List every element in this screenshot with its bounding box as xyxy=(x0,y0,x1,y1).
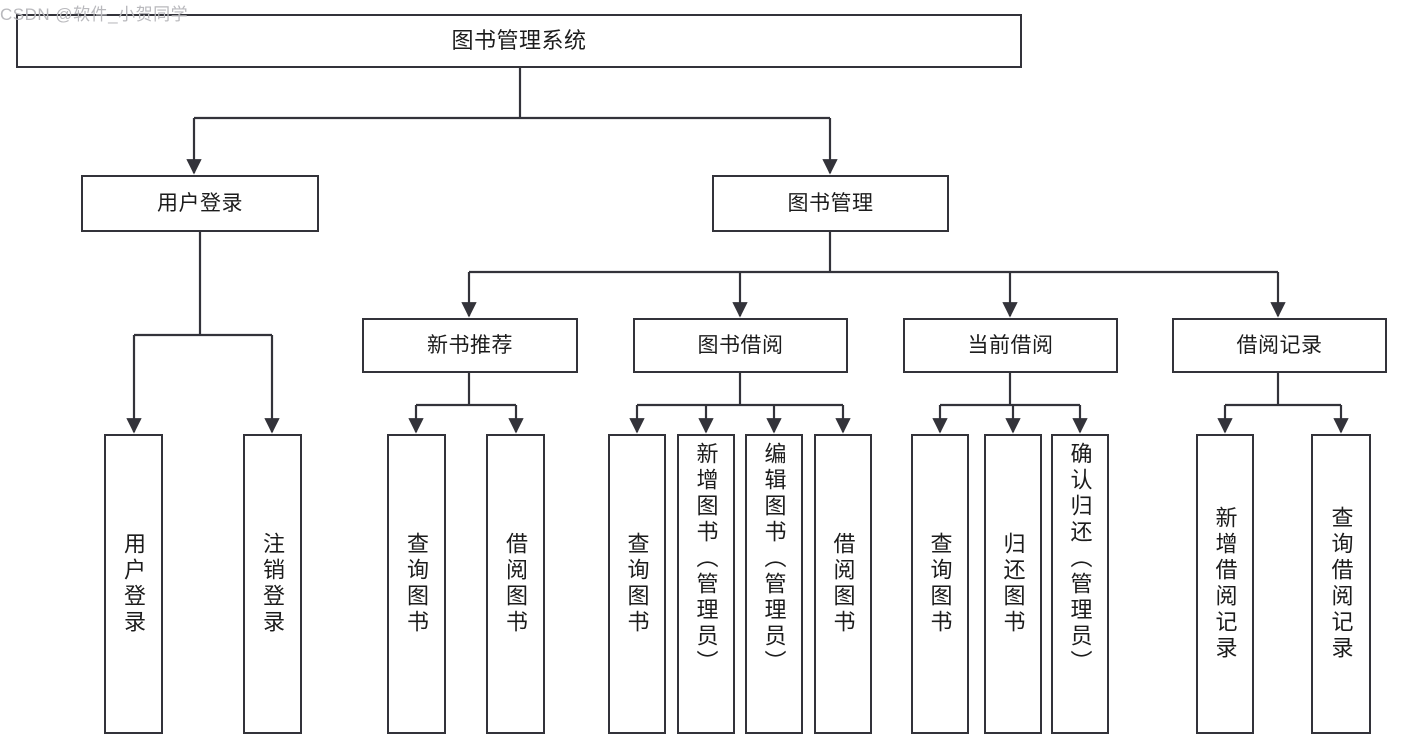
leaf-node-6[interactable]: 编辑图书（管理员） xyxy=(745,434,803,734)
root-node-label: 图书管理系统 xyxy=(451,27,587,53)
leaf-node-4[interactable]: 查询图书 xyxy=(608,434,666,734)
leaf-node-label-4: 查询图书 xyxy=(624,532,650,636)
leaf-node-12[interactable]: 查询借阅记录 xyxy=(1311,434,1371,734)
leaf-node-label-3: 借阅图书 xyxy=(503,532,529,636)
leaf-node-2[interactable]: 查询图书 xyxy=(387,434,446,734)
leaf-node-11[interactable]: 新增借阅记录 xyxy=(1196,434,1254,734)
level2-node-0[interactable]: 用户登录 xyxy=(81,175,319,232)
leaf-node-label-1: 注销登录 xyxy=(260,532,286,636)
leaf-node-5[interactable]: 新增图书（管理员） xyxy=(677,434,735,734)
leaf-node-10[interactable]: 确认归还（管理员） xyxy=(1051,434,1109,734)
level3-node-1[interactable]: 图书借阅 xyxy=(633,318,848,373)
leaf-node-label-6: 编辑图书（管理员） xyxy=(761,442,787,676)
level3-node-label-3: 借阅记录 xyxy=(1236,333,1323,357)
root-node[interactable]: 图书管理系统 xyxy=(16,14,1022,68)
leaf-node-0[interactable]: 用户登录 xyxy=(104,434,163,734)
level3-node-label-0: 新书推荐 xyxy=(427,333,513,357)
leaf-node-label-5: 新增图书（管理员） xyxy=(693,442,719,676)
leaf-node-label-10: 确认归还（管理员） xyxy=(1067,442,1093,676)
level3-node-3[interactable]: 借阅记录 xyxy=(1172,318,1387,373)
leaf-node-label-11: 新增借阅记录 xyxy=(1212,506,1238,662)
leaf-node-3[interactable]: 借阅图书 xyxy=(486,434,545,734)
leaf-node-7[interactable]: 借阅图书 xyxy=(814,434,872,734)
leaf-node-label-7: 借阅图书 xyxy=(830,532,856,636)
level2-node-label-0: 用户登录 xyxy=(157,191,243,215)
level3-node-label-2: 当前借阅 xyxy=(967,333,1054,357)
level3-node-2[interactable]: 当前借阅 xyxy=(903,318,1118,373)
leaf-node-1[interactable]: 注销登录 xyxy=(243,434,302,734)
leaf-node-label-0: 用户登录 xyxy=(121,532,147,636)
leaf-node-9[interactable]: 归还图书 xyxy=(984,434,1042,734)
leaf-node-label-9: 归还图书 xyxy=(1000,532,1026,636)
leaf-node-label-2: 查询图书 xyxy=(404,532,430,636)
leaf-node-8[interactable]: 查询图书 xyxy=(911,434,969,734)
level3-node-label-1: 图书借阅 xyxy=(697,333,784,357)
leaf-node-label-12: 查询借阅记录 xyxy=(1328,506,1354,662)
level3-node-0[interactable]: 新书推荐 xyxy=(362,318,578,373)
csdn-watermark: CSDN @软件_小贺同学 xyxy=(0,5,189,24)
level2-node-1[interactable]: 图书管理 xyxy=(712,175,949,232)
level2-node-label-1: 图书管理 xyxy=(787,191,874,215)
leaf-node-label-8: 查询图书 xyxy=(927,532,953,636)
